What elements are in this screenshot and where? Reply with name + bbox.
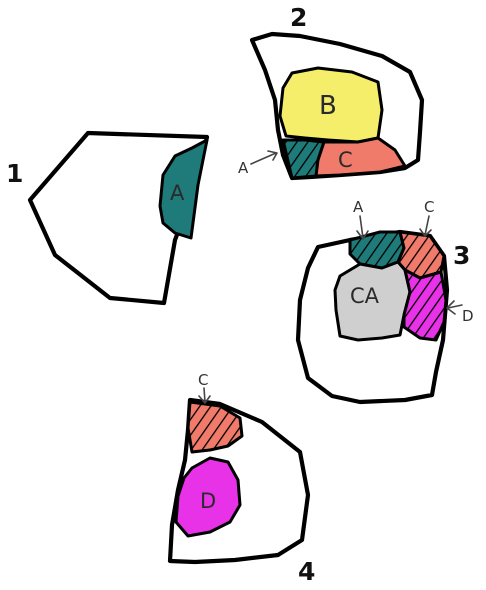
step-number-1: 1 [6,159,23,188]
region-b-label-panel-2: B [319,91,337,121]
callout-a-panel-2: A [238,159,249,177]
callout-arrow-d-panel-3 [447,301,462,314]
callout-a-panel-3: A [353,198,364,216]
step-number-4: 4 [298,557,315,586]
region-ca-label-panel-3: CA [350,284,380,308]
callout-c-panel-4: C [198,371,208,389]
panel-4: 4 D C [170,371,315,586]
region-d-label-panel-4: D [200,489,216,513]
step-number-2: 2 [290,3,307,32]
panel-1: 1 A [6,133,207,303]
region-c-label-panel-2: C [338,148,353,172]
step-number-3: 3 [453,241,470,270]
callout-c-panel-3: C [424,198,434,216]
panel-2: 2 B C A [238,3,422,178]
region-d-panel-3 [404,270,446,340]
callout-arrow-a-panel-2 [251,151,277,164]
callout-d-panel-3: D [462,307,474,325]
panel-3: 3 CA A C D [298,198,474,402]
region-a-label-panel-1: A [170,181,185,205]
